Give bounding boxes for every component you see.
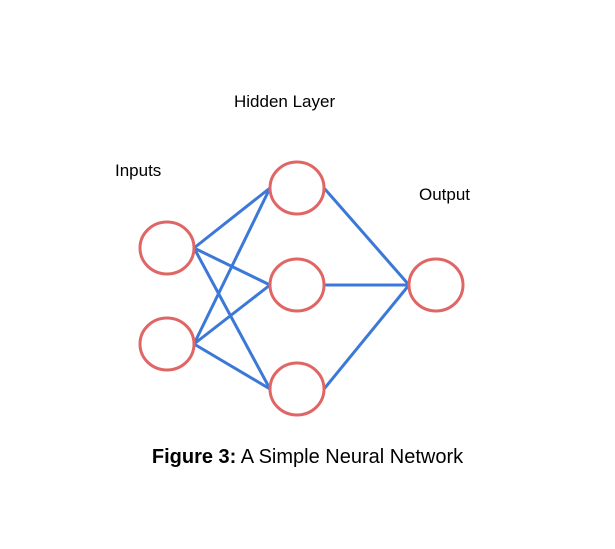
nodes <box>138 160 465 417</box>
input-node-2 <box>138 316 196 372</box>
edge-l1-n2-to-l2-n0 <box>322 284 411 390</box>
edge-l0-n0-to-l1-n2 <box>192 247 272 390</box>
label-hidden-layer: Hidden Layer <box>234 92 335 111</box>
label-inputs: Inputs <box>115 161 161 180</box>
edge-l0-n1-to-l1-n2 <box>193 342 271 391</box>
edge-l1-n0-to-l2-n0 <box>322 187 411 286</box>
hidden-node-2 <box>268 257 326 313</box>
hidden-node-1 <box>268 160 326 216</box>
edge-l0-n1-to-l1-n1 <box>193 283 271 346</box>
output-node-1 <box>407 257 465 313</box>
label-output: Output <box>419 185 470 204</box>
figure-caption: Figure 3: A Simple Neural Network <box>0 446 615 469</box>
caption-prefix: Figure 3: <box>151 446 237 468</box>
connections <box>192 186 411 391</box>
input-node-1 <box>138 220 196 276</box>
edge-l0-n0-to-l1-n0 <box>193 186 271 250</box>
layer-labels: Inputs Hidden Layer Output <box>115 92 470 204</box>
edge-l0-n1-to-l1-n0 <box>192 187 272 345</box>
hidden-node-3 <box>268 361 326 417</box>
caption-text: A Simple Neural Network <box>240 446 464 468</box>
